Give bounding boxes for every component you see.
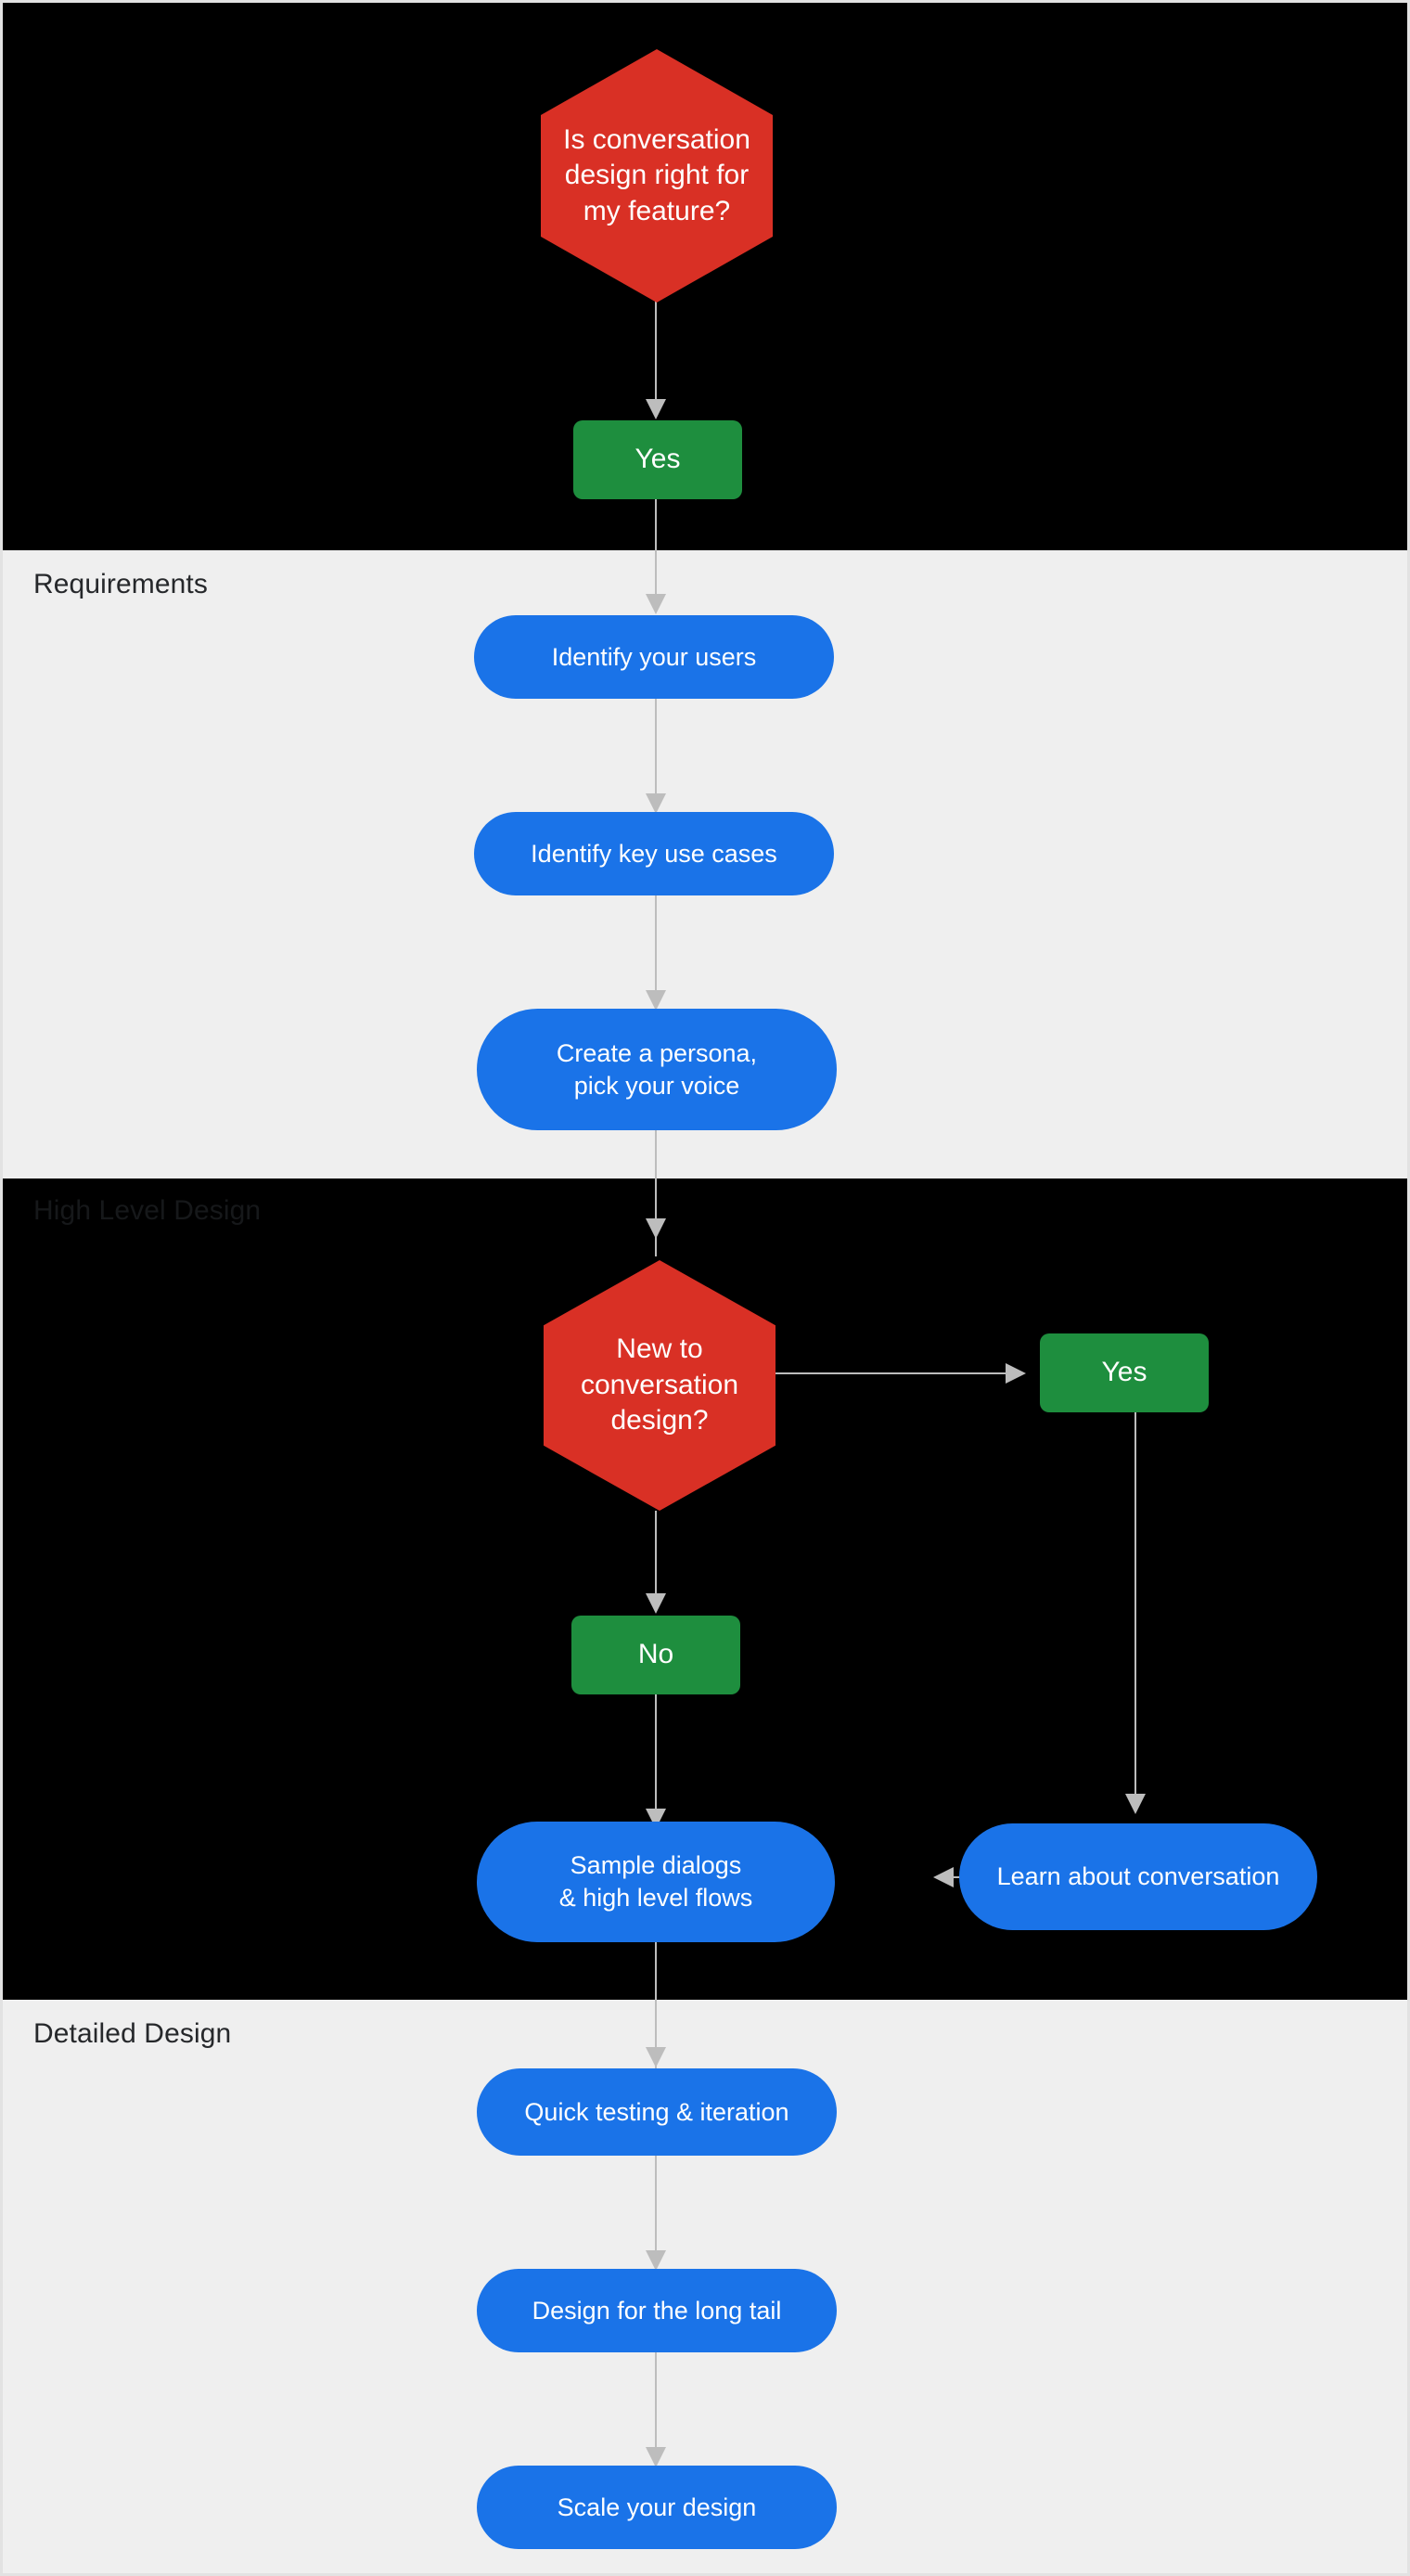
arrow-persona-to-decision2: [646, 1218, 666, 1239]
action-identify-key-use-cases[interactable]: Identify key use cases: [474, 812, 834, 895]
band-label-high-level-design: High Level Design: [33, 1195, 262, 1226]
action-create-persona-pick-voice[interactable]: Create a persona, pick your voice: [477, 1009, 837, 1130]
connector-yes-to-learn: [1134, 1412, 1136, 1806]
arrow-testing-to-long-tail: [646, 2250, 666, 2271]
answer-yes-top[interactable]: Yes: [573, 420, 742, 499]
arrow-decision2-to-yes: [1006, 1363, 1026, 1384]
action-scale-your-design[interactable]: Scale your design: [477, 2466, 837, 2549]
connector-persona-to-decision2: [655, 1130, 657, 1256]
answer-no-new[interactable]: No: [571, 1616, 740, 1694]
band-label-detailed-design: Detailed Design: [33, 2018, 232, 2049]
action-quick-testing-iteration[interactable]: Quick testing & iteration: [477, 2068, 837, 2156]
connector-users-to-use-cases: [655, 699, 657, 812]
arrow-decision2-to-no: [646, 1593, 666, 1614]
answer-yes-new[interactable]: Yes: [1040, 1333, 1209, 1412]
action-design-long-tail[interactable]: Design for the long tail: [477, 2269, 837, 2352]
arrow-yes-to-learn: [1125, 1794, 1146, 1814]
arrow-yes-to-identify-users: [646, 594, 666, 614]
connector-decision1-to-yes: [655, 300, 657, 416]
action-identify-your-users[interactable]: Identify your users: [474, 615, 834, 699]
arrow-decision1-to-yes: [646, 399, 666, 419]
connector-sample-dialogs-to-testing: [655, 1942, 657, 2068]
decision-conversation-design-right[interactable]: Is conversation design right for my feat…: [541, 49, 773, 303]
arrow-learn-to-sample-dialogs: [933, 1867, 954, 1887]
connector-long-tail-to-scale: [655, 2352, 657, 2466]
connector-no-to-sample-dialogs: [655, 1694, 657, 1822]
arrow-sample-dialogs-to-testing: [646, 2047, 666, 2067]
action-sample-dialogs[interactable]: Sample dialogs & high level flows: [477, 1822, 835, 1942]
connector-yes-to-identify-users: [655, 499, 657, 611]
band-label-requirements: Requirements: [33, 569, 208, 599]
action-learn-about-conversation[interactable]: Learn about conversation: [959, 1823, 1317, 1930]
connector-decision2-to-no: [655, 1511, 657, 1611]
arrow-use-cases-to-persona: [646, 990, 666, 1011]
arrow-users-to-use-cases: [646, 793, 666, 814]
connector-use-cases-to-persona: [655, 895, 657, 1009]
connector-decision2-to-yes: [776, 1372, 1007, 1374]
arrow-long-tail-to-scale: [646, 2447, 666, 2467]
connector-testing-to-long-tail: [655, 2156, 657, 2269]
